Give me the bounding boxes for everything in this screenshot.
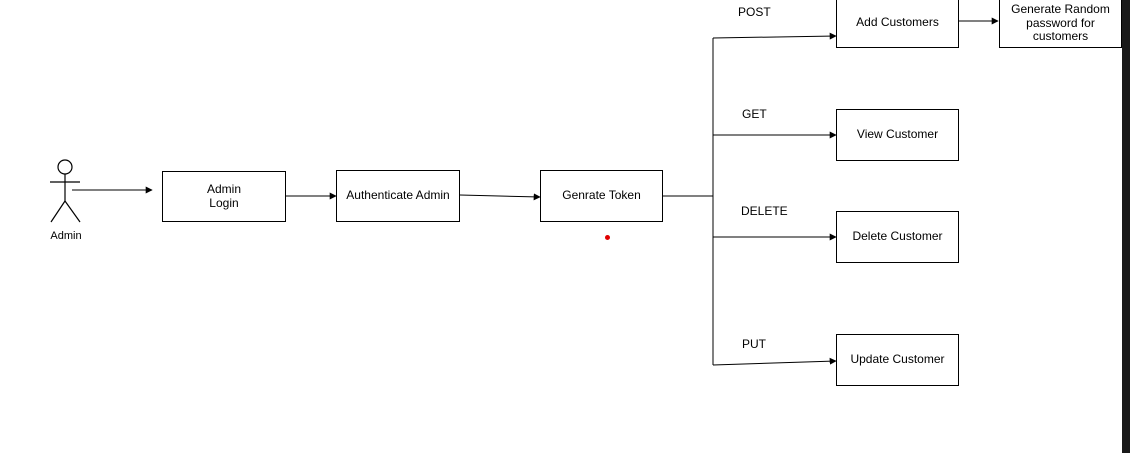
update-customer-box[interactable]: Update Customer bbox=[836, 334, 959, 386]
delete-customer-box[interactable]: Delete Customer bbox=[836, 211, 959, 263]
admin-actor-icon[interactable] bbox=[50, 159, 81, 223]
view-customer-box[interactable]: View Customer bbox=[836, 109, 959, 161]
edge-put-to-update bbox=[712, 357, 837, 366]
authenticate-admin-box[interactable]: Authenticate Admin bbox=[336, 170, 460, 222]
actor-label: Admin bbox=[50, 230, 82, 242]
edge-label-post: POST bbox=[738, 5, 771, 19]
update-customer-label: Update Customer bbox=[850, 352, 945, 367]
edge-label-get: GET bbox=[742, 107, 767, 121]
edge-authenticate-to-token bbox=[459, 193, 541, 201]
generate-token-label: Genrate Token bbox=[562, 188, 641, 203]
edge-label-delete: DELETE bbox=[741, 204, 788, 218]
add-customers-label: Add Customers bbox=[856, 14, 939, 29]
admin-login-box[interactable]: Admin Login bbox=[162, 171, 286, 222]
generate-token-box[interactable]: Genrate Token bbox=[540, 170, 663, 222]
view-customer-label: View Customer bbox=[856, 127, 939, 142]
authenticate-admin-label: Authenticate Admin bbox=[346, 188, 450, 203]
edge-post-to-add bbox=[712, 32, 837, 40]
vertical-scrollbar[interactable] bbox=[1122, 0, 1130, 453]
red-dot-marker bbox=[605, 235, 610, 240]
edge-label-put: PUT bbox=[742, 337, 766, 351]
add-customers-box[interactable]: Add Customers bbox=[836, 0, 959, 48]
generate-password-label: Generate Random password for customers bbox=[1011, 1, 1110, 44]
generate-password-box[interactable]: Generate Random password for customers bbox=[999, 0, 1122, 48]
admin-login-label: Admin Login bbox=[206, 181, 241, 210]
delete-customer-label: Delete Customer bbox=[852, 229, 943, 244]
